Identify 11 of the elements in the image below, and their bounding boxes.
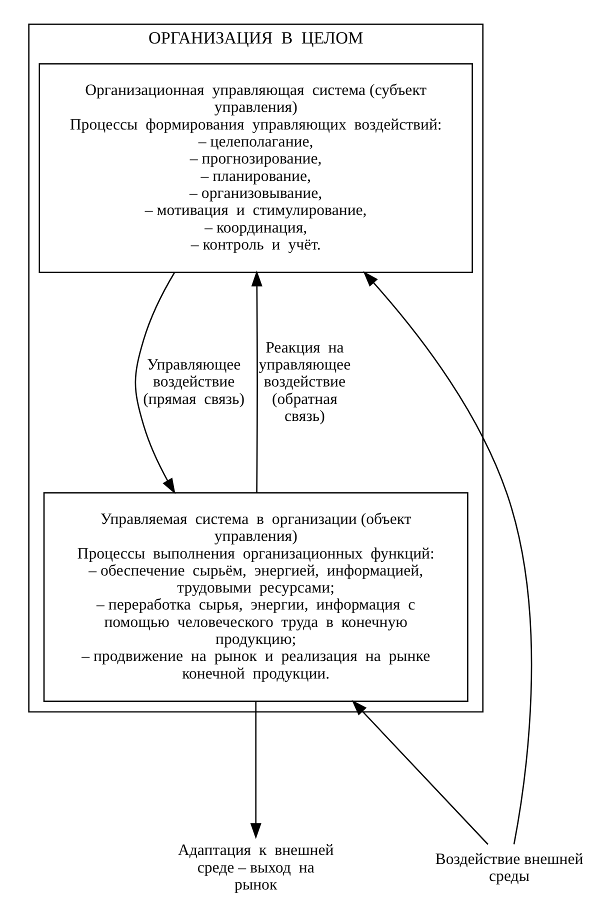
node-text: Адаптация к внешней среде – выход на рынок [178, 842, 334, 894]
edge-label: Управляющее воздействие (прямая связь) [143, 356, 245, 408]
arrow [250, 701, 262, 840]
arrow [251, 270, 262, 493]
node-text: Воздействие внешней среды [435, 850, 584, 885]
arrow [134, 272, 176, 494]
edge-label: Реакция на управляющее воздействие (обратная связь) [258, 339, 351, 425]
node-box: Управляемая система в организации (объект управления) Процессы выполнения организационных функций: – обеспечение сырьём, энергией, информацией, трудовыми ресурсами; – переработка сырья, энергии, информация с помощью человеческого труда в конечную продукцию; – продвижение на рынок и реализация на рынке конечной продукции. [43, 492, 468, 702]
arrow [363, 271, 532, 844]
arrow [352, 700, 488, 845]
node-box: Организационная управляющая система (субъект управления) Процессы формирования управляющих воздействий: – целеполагание, – прогнозирование, – планирование, – организовывание, – мотивация и стимулирование, – координация, – контроль и учёт. [38, 63, 473, 274]
